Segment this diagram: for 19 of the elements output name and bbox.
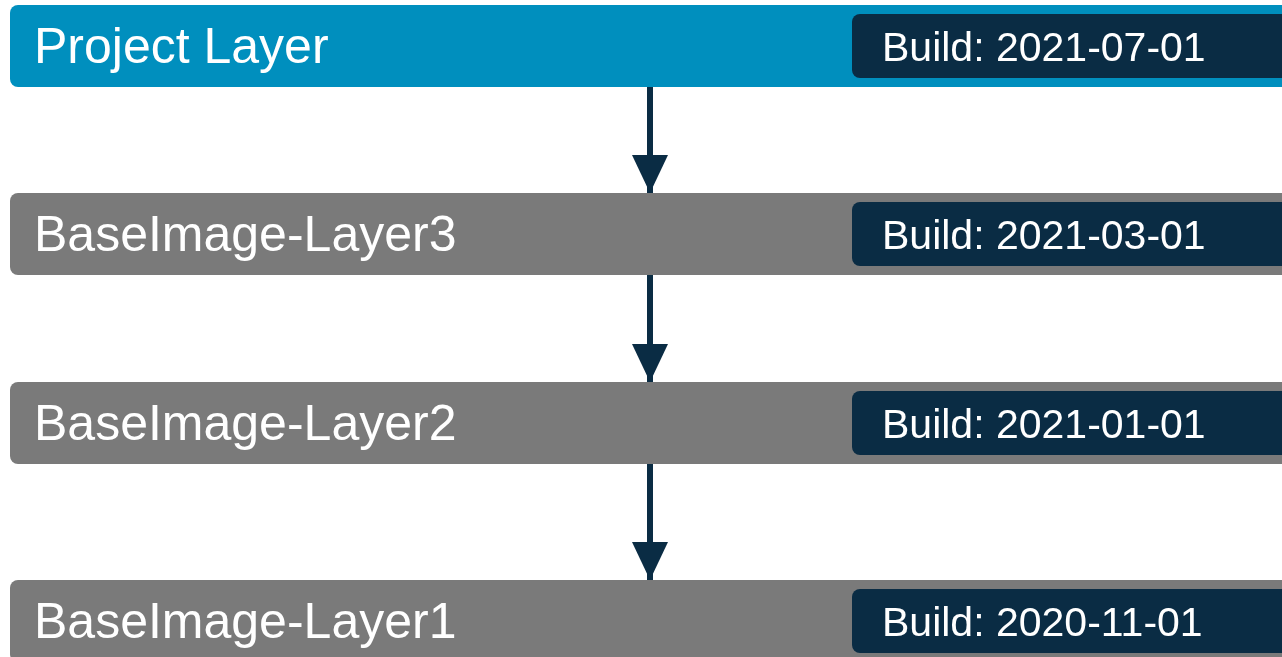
build-date-badge <box>852 589 1282 653</box>
layer-bar <box>10 580 1282 657</box>
layer-bar <box>10 382 1282 464</box>
arrow <box>632 87 668 193</box>
build-date: Build: 2021-01-01 <box>882 401 1206 447</box>
layer-name: BaseImage-Layer2 <box>34 394 457 452</box>
build-date-badge <box>852 202 1282 266</box>
build-date-badge <box>852 391 1282 455</box>
layer-name: Project Layer <box>34 17 329 75</box>
arrow <box>632 464 668 580</box>
build-date: Build: 2021-07-01 <box>882 24 1206 70</box>
build-date: Build: 2020-11-01 <box>882 599 1203 645</box>
layer-name: BaseImage-Layer3 <box>34 205 457 263</box>
build-date-badge <box>852 14 1282 78</box>
arrow <box>632 275 668 382</box>
layer-name: BaseImage-Layer1 <box>34 592 457 650</box>
build-date: Build: 2021-03-01 <box>882 212 1206 258</box>
layer-bar <box>10 5 1282 87</box>
layer-bar <box>10 193 1282 275</box>
